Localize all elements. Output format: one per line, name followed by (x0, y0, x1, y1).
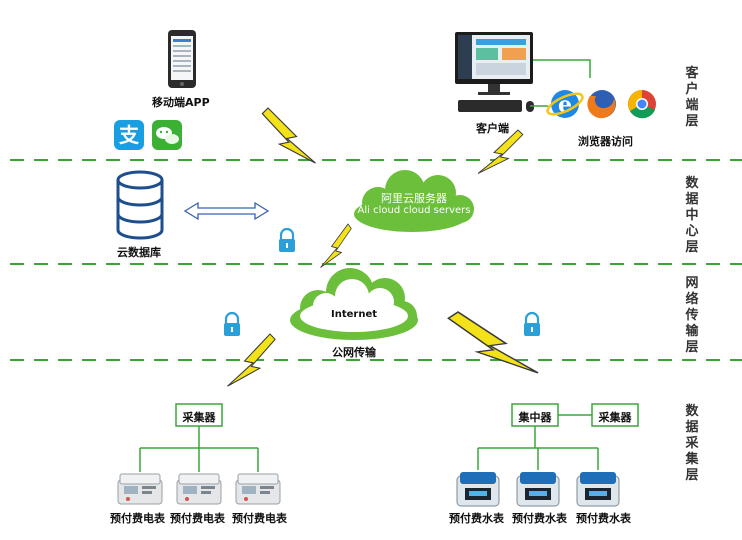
ie-icon: e (546, 90, 584, 118)
concentrator-box: 集中器 (518, 411, 552, 424)
database-icon (116, 170, 164, 240)
water-meter-icon (456, 471, 620, 507)
right-collector-box: 采集器 (598, 411, 632, 424)
water-meter-label-1: 预付费水表 (449, 512, 504, 525)
browser-bracket (530, 59, 591, 107)
layer-label-client: 客户端层 (685, 66, 699, 129)
internet-label: Internet (330, 309, 377, 320)
svg-text:支: 支 (119, 123, 140, 147)
water-meter-label-2: 预付费水表 (512, 512, 567, 525)
chrome-icon (628, 90, 656, 119)
alipay-icon: 支 (114, 120, 144, 150)
phone-icon (168, 30, 196, 88)
double-arrow (183, 201, 270, 221)
internet-cloud-shape (290, 268, 418, 340)
browser-access-label: 浏览器访问 (578, 135, 633, 148)
ali-cloud-subtitle: Ali cloud cloud servers (357, 205, 471, 216)
water-meter-label-3: 预付费水表 (576, 512, 631, 525)
electric-meter-icon (117, 473, 281, 505)
lightning-icon (226, 107, 539, 387)
public-network-label: 公网传输 (332, 346, 376, 359)
cloud-db-label: 云数据库 (117, 246, 161, 259)
layer-label-data-center: 数据中心层 (685, 176, 699, 255)
layer-label-collection: 数据采集层 (685, 404, 699, 483)
mobile-app-label: 移动端APP (152, 96, 210, 109)
ali-cloud-title: 阿里云服务器 (381, 192, 447, 205)
wechat-icon (152, 120, 182, 150)
electric-meter-label-3: 预付费电表 (232, 512, 287, 525)
electric-meter-label-1: 预付费电表 (110, 512, 165, 525)
client-label: 客户端 (476, 122, 509, 135)
left-branch-lines (139, 403, 259, 472)
left-collector-box: 采集器 (182, 411, 216, 424)
layer-label-network: 网络传输层 (685, 276, 699, 355)
firefox-icon (587, 90, 616, 119)
layer-separators (10, 159, 742, 361)
ali-cloud-shape (354, 170, 474, 232)
electric-meter-label-2: 预付费电表 (170, 512, 225, 525)
monitor-icon (455, 32, 534, 112)
right-branch-lines (477, 403, 639, 470)
